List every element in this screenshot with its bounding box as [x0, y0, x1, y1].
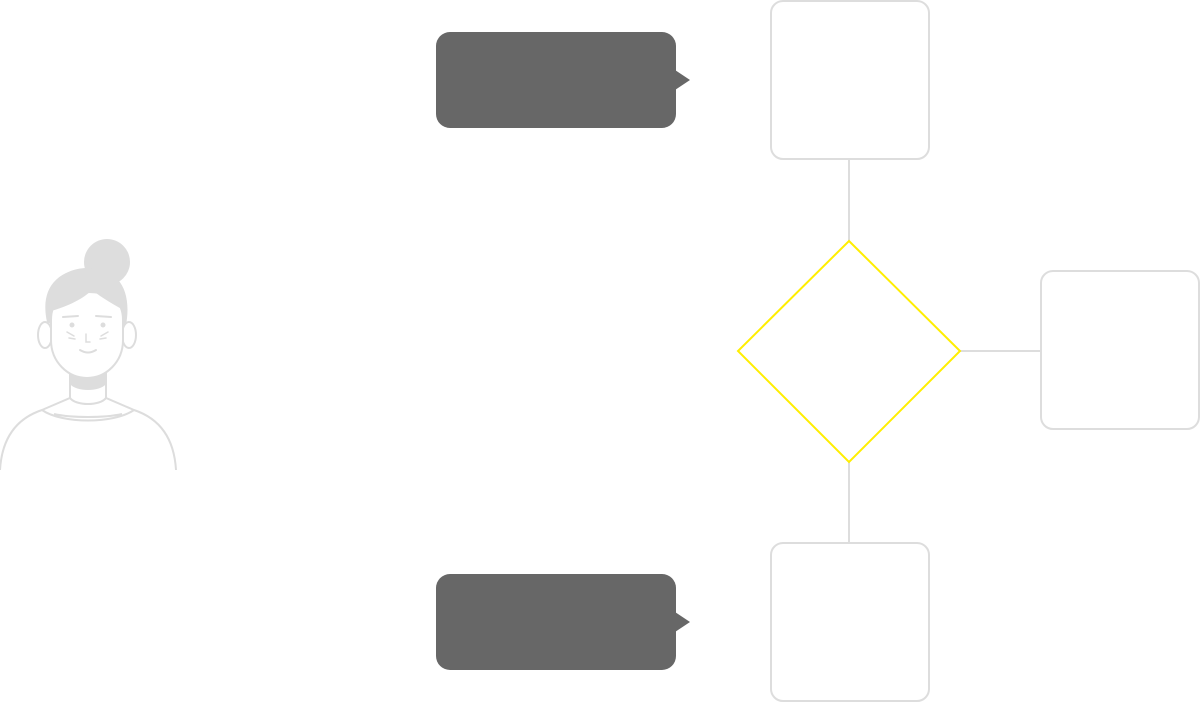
process-box-bottom[interactable] [770, 542, 930, 702]
decision-diamond-shape [736, 239, 962, 464]
left-ear [37, 321, 53, 349]
right-ear [121, 321, 137, 349]
decision-diamond[interactable] [736, 239, 962, 464]
speech-bubble-top-pointer [675, 70, 690, 90]
neck-outline [69, 372, 107, 398]
process-box-top[interactable] [770, 0, 930, 160]
mouth [79, 349, 97, 354]
left-cheek-lines [66, 331, 76, 340]
speech-bubble-bottom-body [436, 574, 676, 670]
person-avatar-icon [0, 239, 177, 471]
speech-bubble-bottom-pointer [675, 612, 690, 632]
left-eyebrow [62, 315, 79, 318]
speech-bubble-top-body [436, 32, 676, 128]
process-box-top-shape [770, 0, 930, 160]
process-box-right[interactable] [1040, 270, 1200, 430]
right-cheek-lines [99, 331, 109, 340]
right-eye [100, 322, 106, 328]
right-eyebrow [95, 315, 112, 318]
nose [85, 333, 91, 343]
process-box-bottom-shape [770, 542, 930, 702]
shirt-collar [41, 409, 135, 422]
hair-front [47, 268, 128, 312]
left-eye [69, 322, 75, 328]
body-outline [0, 396, 177, 471]
process-box-right-shape [1040, 270, 1200, 430]
speech-bubble-bottom[interactable] [436, 574, 690, 670]
speech-bubble-top[interactable] [436, 32, 690, 128]
